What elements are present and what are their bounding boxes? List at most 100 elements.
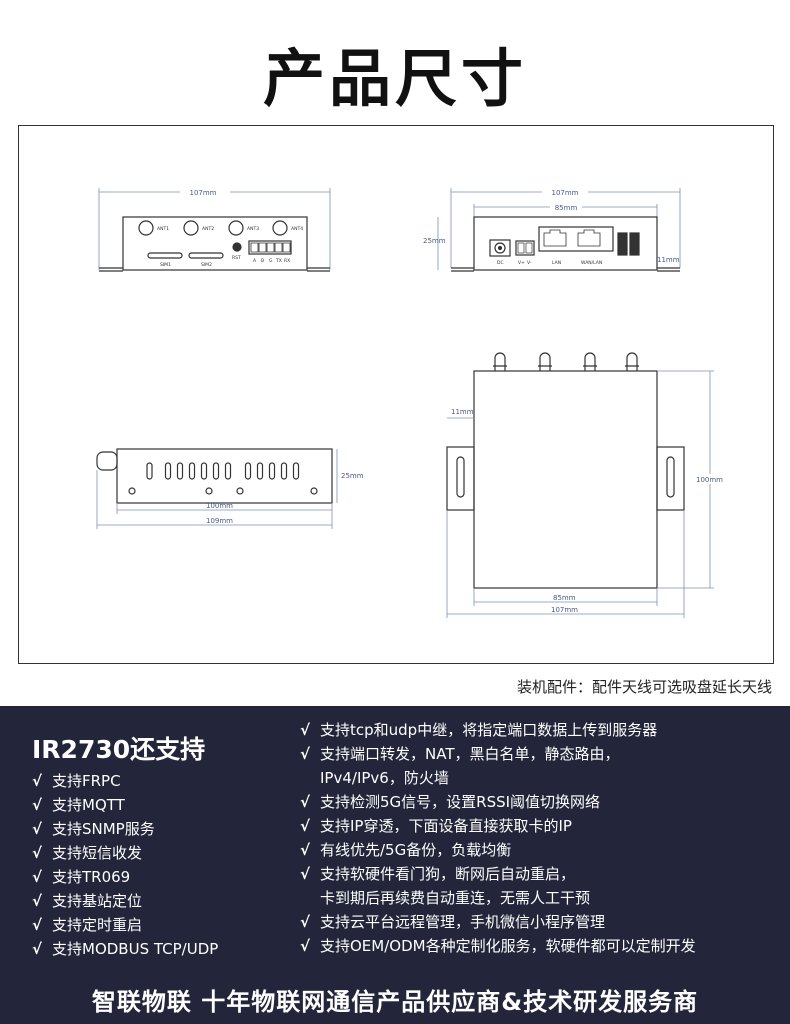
vent-slot <box>188 462 196 480</box>
check-icon: √ <box>32 820 43 838</box>
rear-width-label: 107mm <box>552 189 579 197</box>
side-total-label: 109mm <box>206 517 233 525</box>
a-label: A <box>253 258 257 264</box>
antenna-connector <box>538 352 552 371</box>
check-icon: √ <box>32 916 43 934</box>
side-height-label: 25mm <box>341 472 364 480</box>
check-icon: √ <box>300 937 311 955</box>
feature-text: 支持OEM/ODM各种定制化服务，软硬件都可以定制开发 <box>320 937 696 955</box>
rear-flange-label: 11mm <box>657 256 680 264</box>
top-depth-label: 100mm <box>696 476 723 484</box>
front-view: 107mm ANT1 ANT2 ANT3 ANT4 SIM1 SIM2 RST … <box>98 187 331 272</box>
company-slogan: 智联物联 十年物联网通信产品供应商&技术研发服务商 <box>91 988 699 1016</box>
vent-slot <box>212 462 220 480</box>
feature-item: √ 支持检测5G信号，设置RSSI阈值切换网络 <box>300 791 600 812</box>
top-inner-label: 85mm <box>553 594 576 602</box>
vent-slot <box>292 462 300 480</box>
vent-slot <box>200 462 208 480</box>
sim2-label: SIM2 <box>201 262 212 268</box>
accessory-caption: 装机配件：配件天线可选吸盘延长天线 <box>516 678 772 696</box>
dimension-drawing-frame <box>18 125 774 664</box>
feature-item: √ 支持软硬件看门狗，断网后自动重启， <box>300 863 575 884</box>
check-icon: √ <box>32 772 43 790</box>
feature-text: 支持定时重启 <box>52 916 143 934</box>
g-label: G <box>269 258 273 264</box>
ant4-label: ANT4 <box>291 226 303 232</box>
feature-text: 卡到期后再续费自动重连，无需人工干预 <box>320 889 591 907</box>
check-icon: √ <box>32 844 43 862</box>
check-icon: √ <box>300 745 311 763</box>
wan-lan-label: WAN/LAN <box>581 260 602 266</box>
check-icon: √ <box>300 913 311 931</box>
feature-text: 支持SNMP服务 <box>52 820 155 838</box>
feature-text: 支持MQTT <box>52 796 125 814</box>
antenna-connector <box>625 352 639 371</box>
dimension-drawing: .dim{stroke:#7e90b8;stroke-width:.8}.dt{… <box>96 187 725 618</box>
ant1-label: ANT1 <box>157 226 169 232</box>
rear-view: 107mm 85mm 25mm 11mm DC V+ V- LAN WAN/LA… <box>423 187 681 272</box>
b-label: B <box>261 258 264 264</box>
feature-item: √ 支持SNMP服务 <box>32 818 155 839</box>
check-icon: √ <box>32 796 43 814</box>
feature-item: √ 支持TR069 <box>32 866 130 887</box>
vent-slot <box>164 462 172 480</box>
vent-slot <box>224 462 232 480</box>
vent-slot <box>244 462 252 480</box>
sim1-label: SIM1 <box>160 262 171 268</box>
feature-text: 有线优先/5G备份，负载均衡 <box>320 841 512 859</box>
feature-text: 支持软硬件看门狗，断网后自动重启， <box>320 865 576 883</box>
feature-text: 支持检测5G信号，设置RSSI阈值切换网络 <box>320 793 601 811</box>
feature-item: √ 支持OEM/ODM各种定制化服务，软硬件都可以定制开发 <box>300 935 696 956</box>
feature-item: √支持FRPC <box>32 770 121 791</box>
check-icon: √ <box>300 841 311 859</box>
features-heading: IR2730还支持 <box>32 735 206 764</box>
feature-item: √ 支持MQTT <box>32 794 125 815</box>
feature-item: IPv4/IPv6，防火墙 <box>300 767 449 788</box>
feature-item: √ 支持端口转发，NAT，黑白名单，静态路由， <box>300 743 619 764</box>
check-icon: √ <box>32 892 43 910</box>
feature-text: 支持云平台远程管理，手机微信小程序管理 <box>320 913 606 931</box>
vent-slot <box>280 462 288 480</box>
check-icon: √ <box>300 721 311 739</box>
feature-item: √支持tcp和udp中继，将指定端口数据上传到服务器 <box>300 719 657 740</box>
vminus-label: V- <box>527 260 532 266</box>
rear-height-label: 25mm <box>423 237 446 245</box>
feature-text: 支持短信收发 <box>52 844 143 862</box>
check-icon: √ <box>300 865 311 883</box>
feature-text: 支持MODBUS TCP/UDP <box>52 940 219 958</box>
features-panel: IR2730还支持 √支持FRPC√支持MQTT√支持SNMP服务√支持短信收发… <box>0 706 790 1024</box>
top-total-label: 107mm <box>551 606 578 614</box>
side-view: 100mm 109mm 25mm <box>96 448 364 529</box>
feature-text: 支持基站定位 <box>52 892 143 910</box>
feature-text: 支持TR069 <box>52 868 131 886</box>
antenna-connector <box>583 352 597 371</box>
feature-item: √ 有线优先/5G备份，负载均衡 <box>300 839 511 860</box>
dc-label: DC <box>497 260 504 266</box>
feature-text: 支持端口转发，NAT，黑白名单，静态路由， <box>320 745 620 763</box>
ant2-label: ANT2 <box>202 226 214 232</box>
feature-text: 支持IP穿透，下面设备直接获取卡的IP <box>320 817 572 835</box>
feature-item: √ 支持IP穿透，下面设备直接获取卡的IP <box>300 815 572 836</box>
check-icon: √ <box>300 817 311 835</box>
check-icon: √ <box>32 940 43 958</box>
rx-label: RX <box>284 258 290 264</box>
ant3-label: ANT3 <box>247 226 259 232</box>
vplus-label: V+ <box>518 260 525 266</box>
page-title: 产品尺寸 <box>262 42 527 115</box>
top-bracket-label: 11mm <box>451 408 474 416</box>
vent-slot <box>176 462 184 480</box>
check-icon: √ <box>300 793 311 811</box>
rst-label: RST <box>232 255 241 261</box>
front-width-label: 107mm <box>190 189 217 197</box>
feature-text: IPv4/IPv6，防火墙 <box>320 769 449 787</box>
side-body-label: 100mm <box>206 502 233 510</box>
feature-item: 卡到期后再续费自动重连，无需人工干预 <box>300 887 590 908</box>
rear-inner-label: 85mm <box>555 204 578 212</box>
vent-slot <box>256 462 264 480</box>
check-icon: √ <box>32 868 43 886</box>
antenna-connector <box>493 352 507 371</box>
feature-item: √ 支持基站定位 <box>32 890 142 911</box>
feature-item: √ 支持云平台远程管理，手机微信小程序管理 <box>300 911 605 932</box>
feature-item: √ 支持MODBUS TCP/UDP <box>32 938 218 959</box>
feature-item: √ 支持短信收发 <box>32 842 142 863</box>
